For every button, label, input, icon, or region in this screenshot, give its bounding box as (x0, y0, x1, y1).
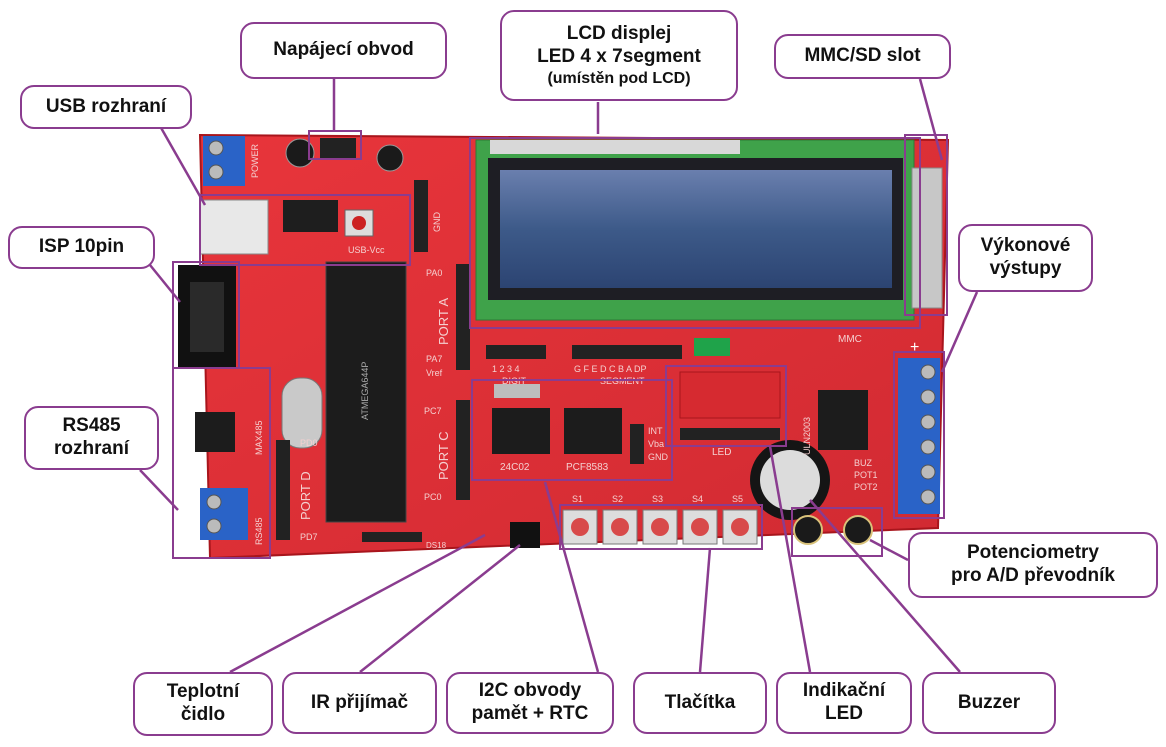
callout-lcd-line2: LED 4 x 7segment (537, 45, 701, 67)
silk-port-d: PORT D (298, 471, 313, 520)
silk-uln: ULN2003 (802, 417, 812, 455)
callout-isp: ISP 10pin (8, 226, 155, 269)
silk-i2c-gnd: GND (648, 452, 669, 462)
silk-segment-letters: G F E D C B A DP (574, 364, 647, 374)
silk-digit-nums: 1 2 3 4 (492, 364, 520, 374)
callout-buzzer: Buzzer (922, 672, 1056, 734)
callout-i2c: I2C obvody pamět + RTC (446, 672, 614, 734)
sd-slot (911, 167, 943, 309)
silk-max485: MAX485 (254, 420, 264, 455)
silk-buz: BUZ (854, 458, 873, 468)
silk-button-label: S3 (652, 494, 663, 504)
power-output-terminal (898, 358, 940, 514)
silk-gnd: GND (432, 212, 442, 233)
button-row (562, 509, 758, 545)
silk-mmc: MMC (838, 334, 862, 345)
usb-connector (199, 199, 269, 255)
callout-power-outputs: Výkonové výstupy (958, 224, 1093, 292)
callout-ir: IR přijímač (282, 672, 437, 734)
capacitor (285, 138, 315, 168)
potentiometer (793, 515, 823, 545)
crystal (281, 377, 323, 449)
callout-lcd: LCD displej LED 4 x 7segment (umístěn po… (500, 10, 738, 101)
mcu-chip: ATMEGA644P (325, 261, 407, 523)
eeprom-chip (492, 408, 550, 454)
rtc-crystal (494, 384, 540, 398)
digit-header (486, 345, 546, 359)
silk-ds18: DS18 (426, 541, 447, 550)
silk-led: LED (712, 447, 731, 458)
silk-vbat: Vba (648, 439, 664, 449)
silk-port-a: PORT A (436, 297, 451, 345)
silk-usb: USB-Vcc (348, 245, 385, 255)
silk-pc7: PC7 (424, 406, 442, 416)
port-a-header (456, 264, 470, 370)
button-labels: S1 S2 S3 S4 S5 (572, 494, 743, 504)
silk-port-c: PORT C (436, 431, 451, 480)
silk-int: INT (648, 426, 663, 436)
potentiometer (843, 515, 873, 545)
callout-buttons: Tlačítka (633, 672, 767, 734)
silk-pa0: PA0 (426, 268, 442, 278)
port-d-header (276, 440, 290, 540)
silk-button-label: S1 (572, 494, 583, 504)
max485-chip (195, 412, 235, 452)
silk-button-label: S4 (692, 494, 703, 504)
silk-button-label: S2 (612, 494, 623, 504)
callout-mmc-slot: MMC/SD slot (774, 34, 951, 79)
power-terminal (203, 136, 245, 186)
plus-mark: + (910, 339, 919, 356)
temp-sensor-header (362, 532, 422, 542)
segment-header (572, 345, 682, 359)
rs485-terminal (200, 488, 248, 540)
callout-potentiometers: Potenciometry pro A/D převodník (908, 532, 1158, 598)
gnd-header (414, 180, 428, 252)
silk-pa7: PA7 (426, 354, 442, 364)
silk-rs485: RS485 (254, 517, 264, 545)
silk-pot1: POT1 (854, 470, 878, 480)
i2c-header (630, 424, 644, 464)
silk-pot2: POT2 (854, 482, 878, 492)
silk-pcf8583: PCF8583 (566, 462, 609, 473)
silk-vref: Vref (426, 368, 443, 378)
led-array (679, 371, 781, 440)
callout-indicator-led: Indikační LED (776, 672, 912, 734)
jumper (694, 338, 730, 356)
capacitor (376, 144, 404, 172)
callout-usb: USB rozhraní (20, 85, 192, 129)
rtc-chip (564, 408, 622, 454)
lcd-module (475, 139, 915, 321)
silk-pc0: PC0 (424, 492, 442, 502)
callout-lcd-line3: (umístěn pod LCD) (547, 69, 691, 87)
usb-chip (283, 200, 338, 232)
callout-power-circuit: Napájecí obvod (240, 22, 447, 79)
silk-mcu: ATMEGA644P (360, 362, 370, 420)
silk-pd7: PD7 (300, 532, 318, 542)
callout-lcd-line1: LCD displej (566, 23, 672, 45)
isp-header (178, 265, 236, 367)
port-c-header (456, 400, 470, 500)
ir-receiver (510, 522, 540, 548)
callout-temp-sensor: Teplotní čidlo (133, 672, 273, 736)
silk-button-label: S5 (732, 494, 743, 504)
highlight-boxes (172, 130, 948, 559)
leader-lines (139, 78, 979, 674)
silk-pd0: PD0 (300, 438, 318, 448)
uln2003-chip (818, 390, 868, 450)
silk-power: POWER (250, 143, 260, 178)
callout-rs485: RS485 rozhraní (24, 406, 159, 470)
silk-24c02: 24C02 (500, 462, 530, 473)
regulator (320, 138, 356, 160)
